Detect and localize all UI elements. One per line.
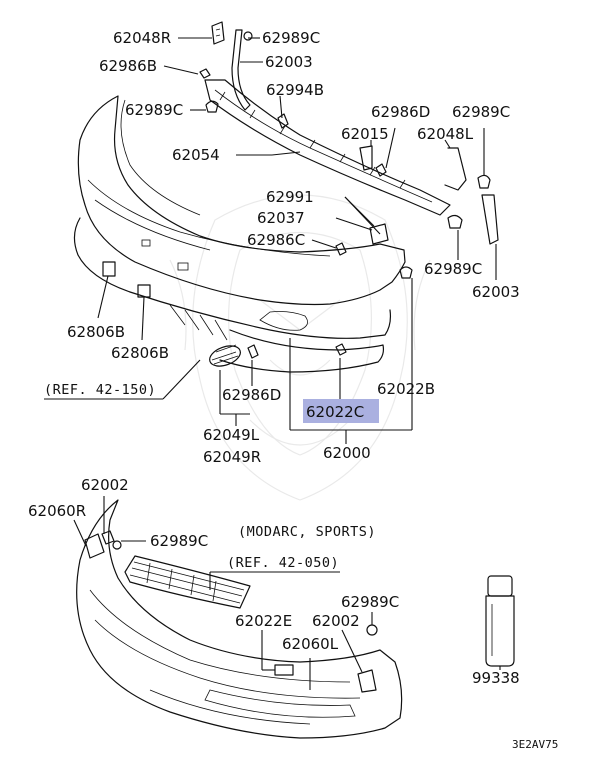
label-62806B-2: 62806B bbox=[111, 344, 169, 362]
label-62048R: 62048R bbox=[113, 29, 171, 47]
label-62989C-lowright: 62989C bbox=[341, 593, 399, 611]
label-62989C-low: 62989C bbox=[150, 532, 208, 550]
note-ref-42-050: (REF. 42-050) bbox=[227, 555, 339, 571]
label-62989C-right: 62989C bbox=[452, 103, 510, 121]
label-62037: 62037 bbox=[257, 209, 305, 227]
label-62022C: 62022C bbox=[306, 403, 364, 421]
label-62022E: 62022E bbox=[235, 612, 292, 630]
note-modarc-sports: (MODARC, SPORTS) bbox=[238, 524, 376, 540]
label-62015: 62015 bbox=[341, 125, 389, 143]
label-62986B: 62986B bbox=[99, 57, 157, 75]
label-62000: 62000 bbox=[323, 444, 371, 462]
label-99338: 99338 bbox=[472, 669, 520, 687]
label-62989C-left: 62989C bbox=[125, 101, 183, 119]
front-bumper-lower-lip bbox=[73, 217, 392, 339]
label-62049R: 62049R bbox=[203, 448, 261, 466]
label-62986D-low: 62986D bbox=[222, 386, 281, 404]
label-62806B-1: 62806B bbox=[67, 323, 125, 341]
label-62003-right: 62003 bbox=[472, 283, 520, 301]
upper-leader-lines bbox=[44, 37, 497, 444]
label-62989C-top: 62989C bbox=[262, 29, 320, 47]
label-62060L: 62060L bbox=[282, 635, 339, 653]
lower-bumper-assembly bbox=[76, 499, 403, 739]
label-62002-low: 62002 bbox=[312, 612, 360, 630]
label-62994B: 62994B bbox=[266, 81, 324, 99]
label-62054: 62054 bbox=[172, 146, 220, 164]
label-62049L: 62049L bbox=[203, 426, 260, 444]
label-62022B: 62022B bbox=[377, 380, 435, 398]
label-62991: 62991 bbox=[266, 188, 314, 206]
touch-up-bottle bbox=[485, 575, 515, 667]
bumper-reinforcement bbox=[204, 79, 451, 216]
front-bumper-sports-outline bbox=[76, 499, 403, 739]
label-62060R: 62060R bbox=[28, 502, 86, 520]
lower-leader-lines bbox=[73, 496, 501, 690]
part-labels: 62048R 62989C 62986B 62003 62994B 62989C… bbox=[28, 29, 558, 751]
label-62986C: 62986C bbox=[247, 231, 305, 249]
label-62986D-right: 62986D bbox=[371, 103, 430, 121]
label-62048L: 62048L bbox=[417, 125, 474, 143]
sports-grille bbox=[124, 555, 251, 609]
highlight-62022c bbox=[303, 399, 379, 423]
front-bumper-upper-outline bbox=[77, 95, 406, 306]
label-62002-top: 62002 bbox=[81, 476, 129, 494]
label-62989C-mid: 62989C bbox=[424, 260, 482, 278]
upper-bumper-assembly bbox=[73, 21, 499, 373]
diagram-code: 3E2AV75 bbox=[512, 738, 558, 751]
note-ref-42-150: (REF. 42-150) bbox=[44, 382, 156, 398]
label-62003-top: 62003 bbox=[265, 53, 313, 71]
